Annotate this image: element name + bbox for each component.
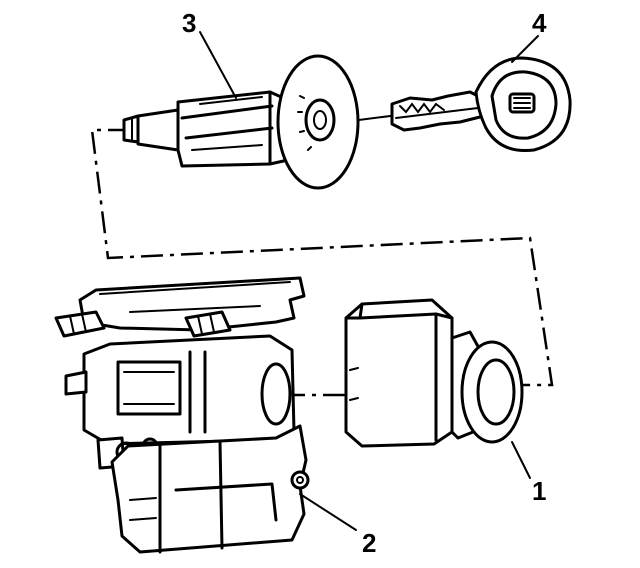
callout-4: 4: [532, 8, 547, 38]
steering-column-housing: [54, 276, 310, 554]
callout-2: 2: [362, 528, 376, 558]
lock-housing: [344, 298, 524, 448]
leader-line-1: [511, 441, 531, 479]
alignment-line-cylinder-to-housing: [90, 128, 554, 387]
leader-line-2: [299, 493, 357, 531]
leader-line-4: [511, 35, 539, 63]
callout-3: 3: [182, 8, 196, 38]
leader-line-3: [199, 31, 237, 99]
callout-1: 1: [532, 476, 546, 506]
lock-cylinder: [122, 54, 360, 190]
ignition-key: [390, 56, 572, 153]
